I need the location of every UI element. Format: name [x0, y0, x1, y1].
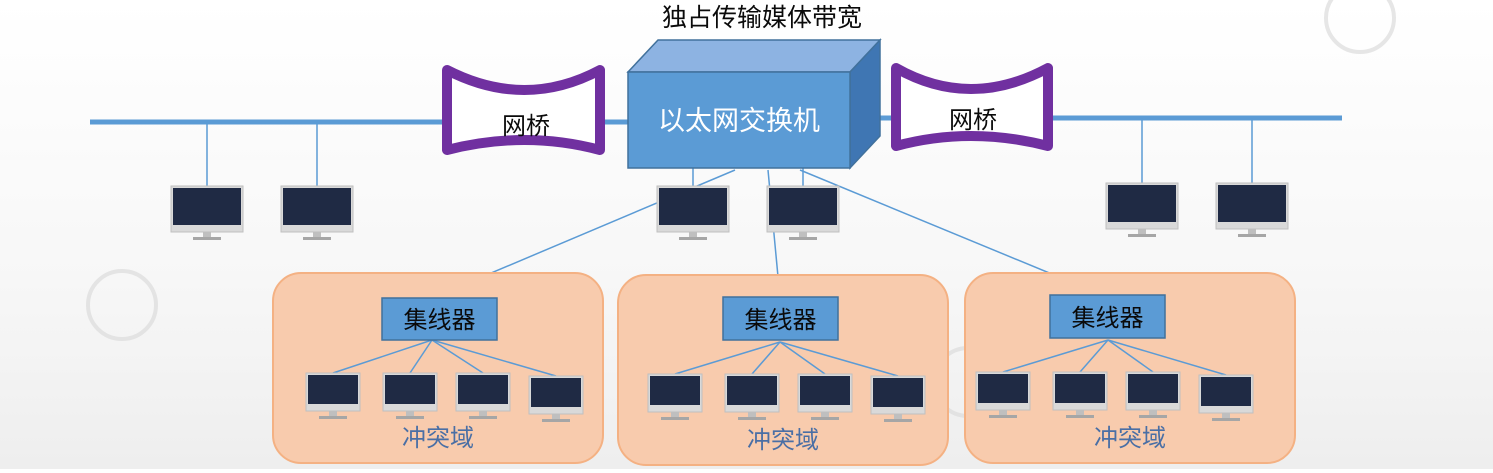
monitor-icon [975, 371, 1031, 418]
monitor-icon [1052, 371, 1108, 418]
monitor-icon [280, 185, 354, 240]
monitor-icon [797, 373, 853, 420]
monitor-icon [528, 375, 584, 422]
collision-domain-label: 冲突域 [402, 424, 474, 452]
collision-domain-box [617, 274, 949, 466]
hub-label: 集线器 [404, 306, 476, 334]
diagram-title: 独占传输媒体带宽 [662, 3, 862, 32]
ethernet-switch: 以太网交换机 [626, 38, 882, 170]
monitor-icon [455, 372, 511, 419]
hub-box [722, 296, 839, 341]
monitor-icon [870, 375, 926, 422]
bridge-left: 网桥 [442, 65, 605, 155]
monitor-icon [1105, 182, 1179, 237]
collision-domain-label: 冲突域 [1094, 424, 1166, 452]
hub-box [1049, 294, 1166, 339]
monitor-icon [656, 185, 730, 240]
monitor-icon [1215, 182, 1289, 237]
monitor-icon [382, 372, 438, 419]
bridge-label: 网桥 [502, 112, 550, 140]
monitor-icon [647, 373, 703, 420]
switch-label: 以太网交换机 [658, 106, 820, 137]
monitor-icon [170, 185, 244, 240]
hub-label: 集线器 [745, 306, 817, 334]
monitor-icon [1198, 374, 1254, 421]
monitor-icon [305, 372, 361, 419]
hub-box [381, 297, 498, 341]
computers [170, 182, 1289, 422]
collision-domain-box [964, 272, 1296, 464]
hub-label: 集线器 [1072, 304, 1144, 332]
monitor-icon [766, 185, 840, 240]
collision-domain-label: 冲突域 [747, 426, 819, 454]
monitor-icon [724, 373, 780, 420]
monitor-icon [1125, 371, 1181, 418]
hub-links [332, 339, 1227, 377]
bridge-label: 网桥 [949, 106, 997, 134]
bridge-right: 网桥 [891, 63, 1053, 151]
collision-domain-box [272, 272, 604, 464]
